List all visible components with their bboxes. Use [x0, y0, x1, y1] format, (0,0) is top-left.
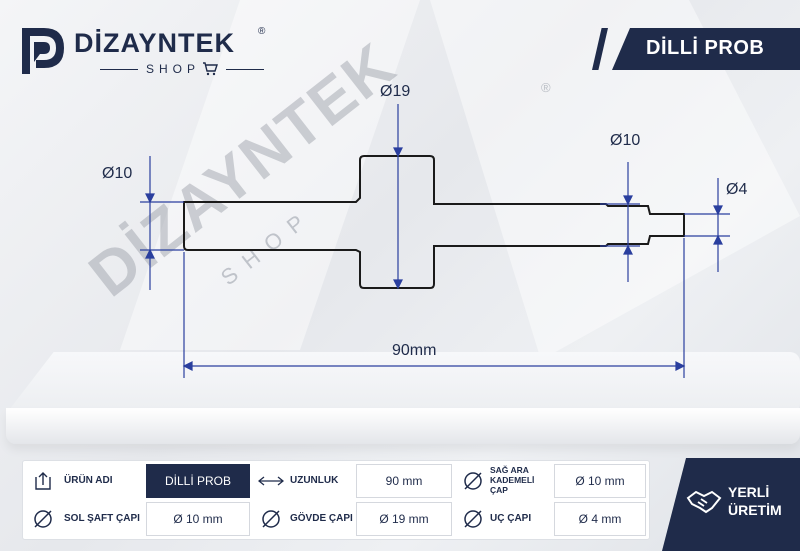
divider — [100, 68, 138, 70]
probe-outline — [183, 155, 685, 289]
diameter-icon — [28, 502, 58, 536]
local-production-badge — [662, 458, 800, 551]
left-shaft-value: Ø 10 mm — [146, 502, 250, 536]
product-name-value: DİLLİ PROB — [146, 464, 250, 498]
brand-sub: SHOP — [92, 62, 272, 76]
watermark-registered: ® — [541, 80, 551, 95]
package-icon — [28, 464, 58, 498]
length-label: UZUNLUK — [290, 475, 339, 487]
body-label: GÖVDE ÇAPI — [290, 513, 353, 525]
handshake-icon — [686, 490, 722, 514]
left-shaft-label: SOL ŞAFT ÇAPI — [64, 513, 140, 525]
cart-icon — [203, 62, 218, 76]
body-dimension: Ø19 — [380, 83, 411, 100]
pedestal-top — [6, 352, 800, 414]
product-name-label: ÜRÜN ADI — [64, 475, 113, 487]
title-banner — [612, 28, 800, 70]
tip-dimension: Ø4 — [726, 181, 748, 198]
dimension-lines — [140, 104, 730, 378]
right-step-dimension: Ø10 — [610, 132, 641, 149]
spec-panel — [22, 460, 650, 540]
diameter-icon — [458, 502, 488, 536]
length-arrows-icon — [256, 464, 286, 498]
spec-table: ÜRÜN ADI DİLLİ PROB UZUNLUK 90 mm SAĞ AR… — [22, 460, 650, 540]
pedestal-front — [6, 408, 800, 444]
length-dimension: 90mm — [392, 342, 437, 359]
badge-line1: YERLİ — [728, 484, 770, 500]
brand-name: DİZAYNTEK — [74, 28, 236, 58]
right-step-value: Ø 10 mm — [554, 464, 646, 498]
badge-line2: ÜRETİM — [728, 502, 782, 518]
tip-label: UÇ ÇAPI — [490, 513, 532, 525]
brand-logo-icon — [22, 28, 64, 74]
divider — [226, 68, 265, 70]
right-step-label: SAĞ ARA KADEMELİ ÇAP — [490, 465, 535, 495]
left-shaft-dimension: Ø10 — [102, 165, 133, 182]
diameter-icon — [458, 464, 488, 498]
product-title: DİLLİ PROB — [646, 37, 765, 59]
brand-sub-text: SHOP — [146, 62, 201, 76]
registered-mark: ® — [258, 26, 266, 37]
tip-value: Ø 4 mm — [554, 502, 646, 536]
spec-row: ÜRÜN ADI DİLLİ PROB UZUNLUK 90 mm SAĞ AR… — [22, 464, 650, 498]
length-value: 90 mm — [356, 464, 452, 498]
brand-logo: DİZAYNTEK ® SHOP — [14, 22, 274, 82]
spec-row: SOL ŞAFT ÇAPI Ø 10 mm GÖVDE ÇAPI Ø 19 mm… — [22, 502, 650, 536]
body-value: Ø 19 mm — [356, 502, 452, 536]
diameter-icon — [256, 502, 286, 536]
